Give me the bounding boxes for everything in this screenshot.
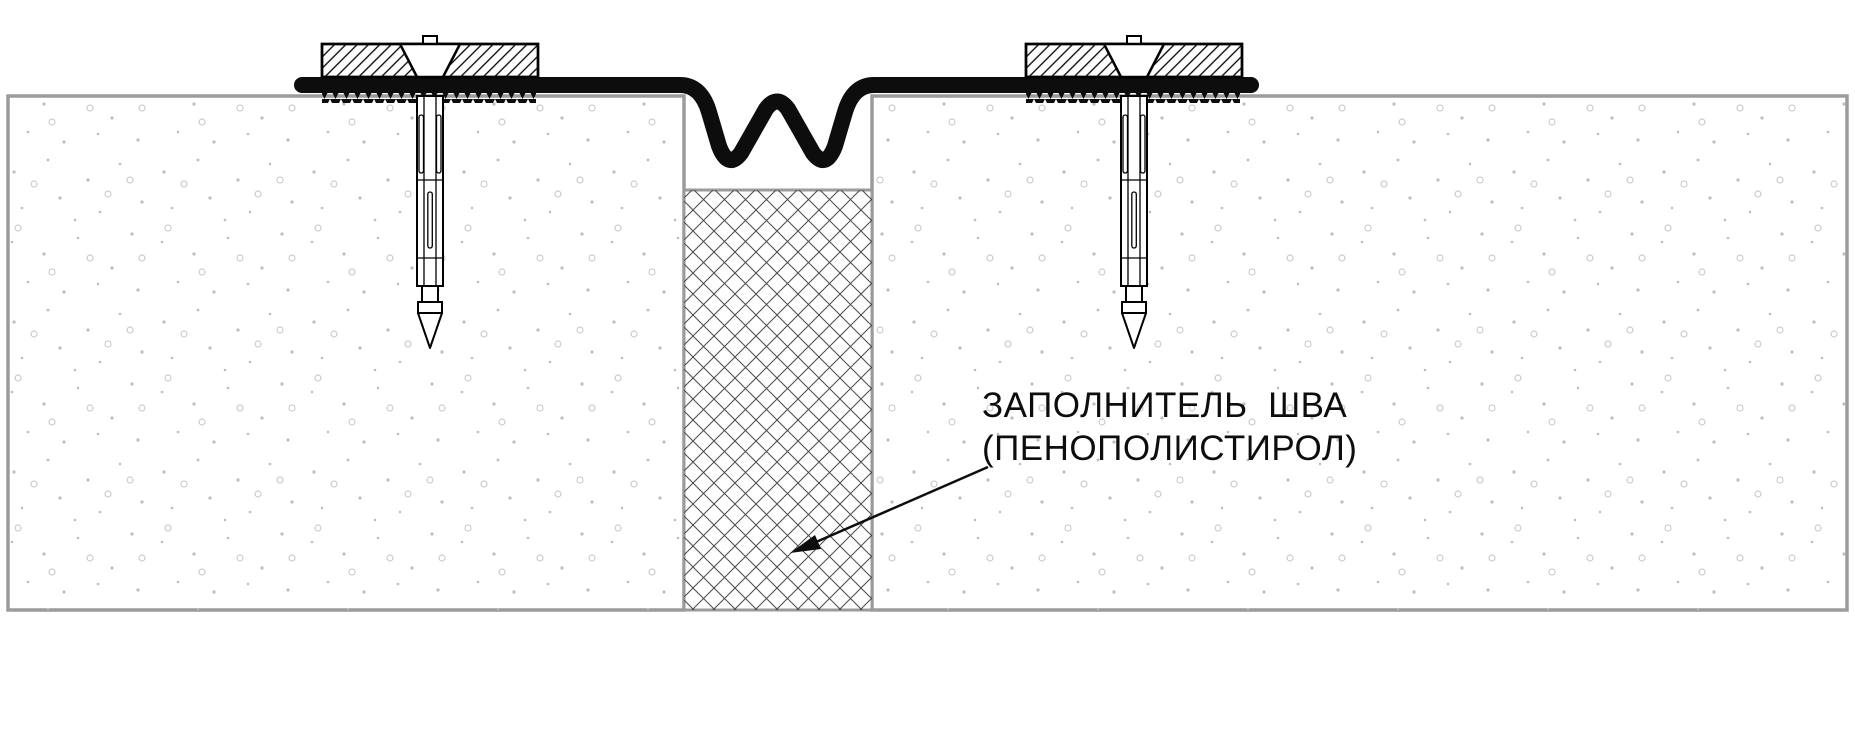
joint-filler-label: ЗАПОЛНИТЕЛЬ ШВА (ПЕНОПОЛИСТИРОЛ) [982, 386, 1357, 468]
concrete-slab-left [6, 94, 686, 612]
joint-filler-label-line1: ЗАПОЛНИТЕЛЬ ШВА [982, 386, 1347, 425]
leader-arrow [790, 465, 989, 553]
joint-filler-label-line2: (ПЕНОПОЛИСТИРОЛ) [982, 429, 1357, 468]
waterproofing-membrane [294, 77, 1259, 168]
arrowhead [790, 535, 821, 553]
concrete-slab-right [870, 94, 1849, 612]
joint-filler [682, 188, 874, 612]
